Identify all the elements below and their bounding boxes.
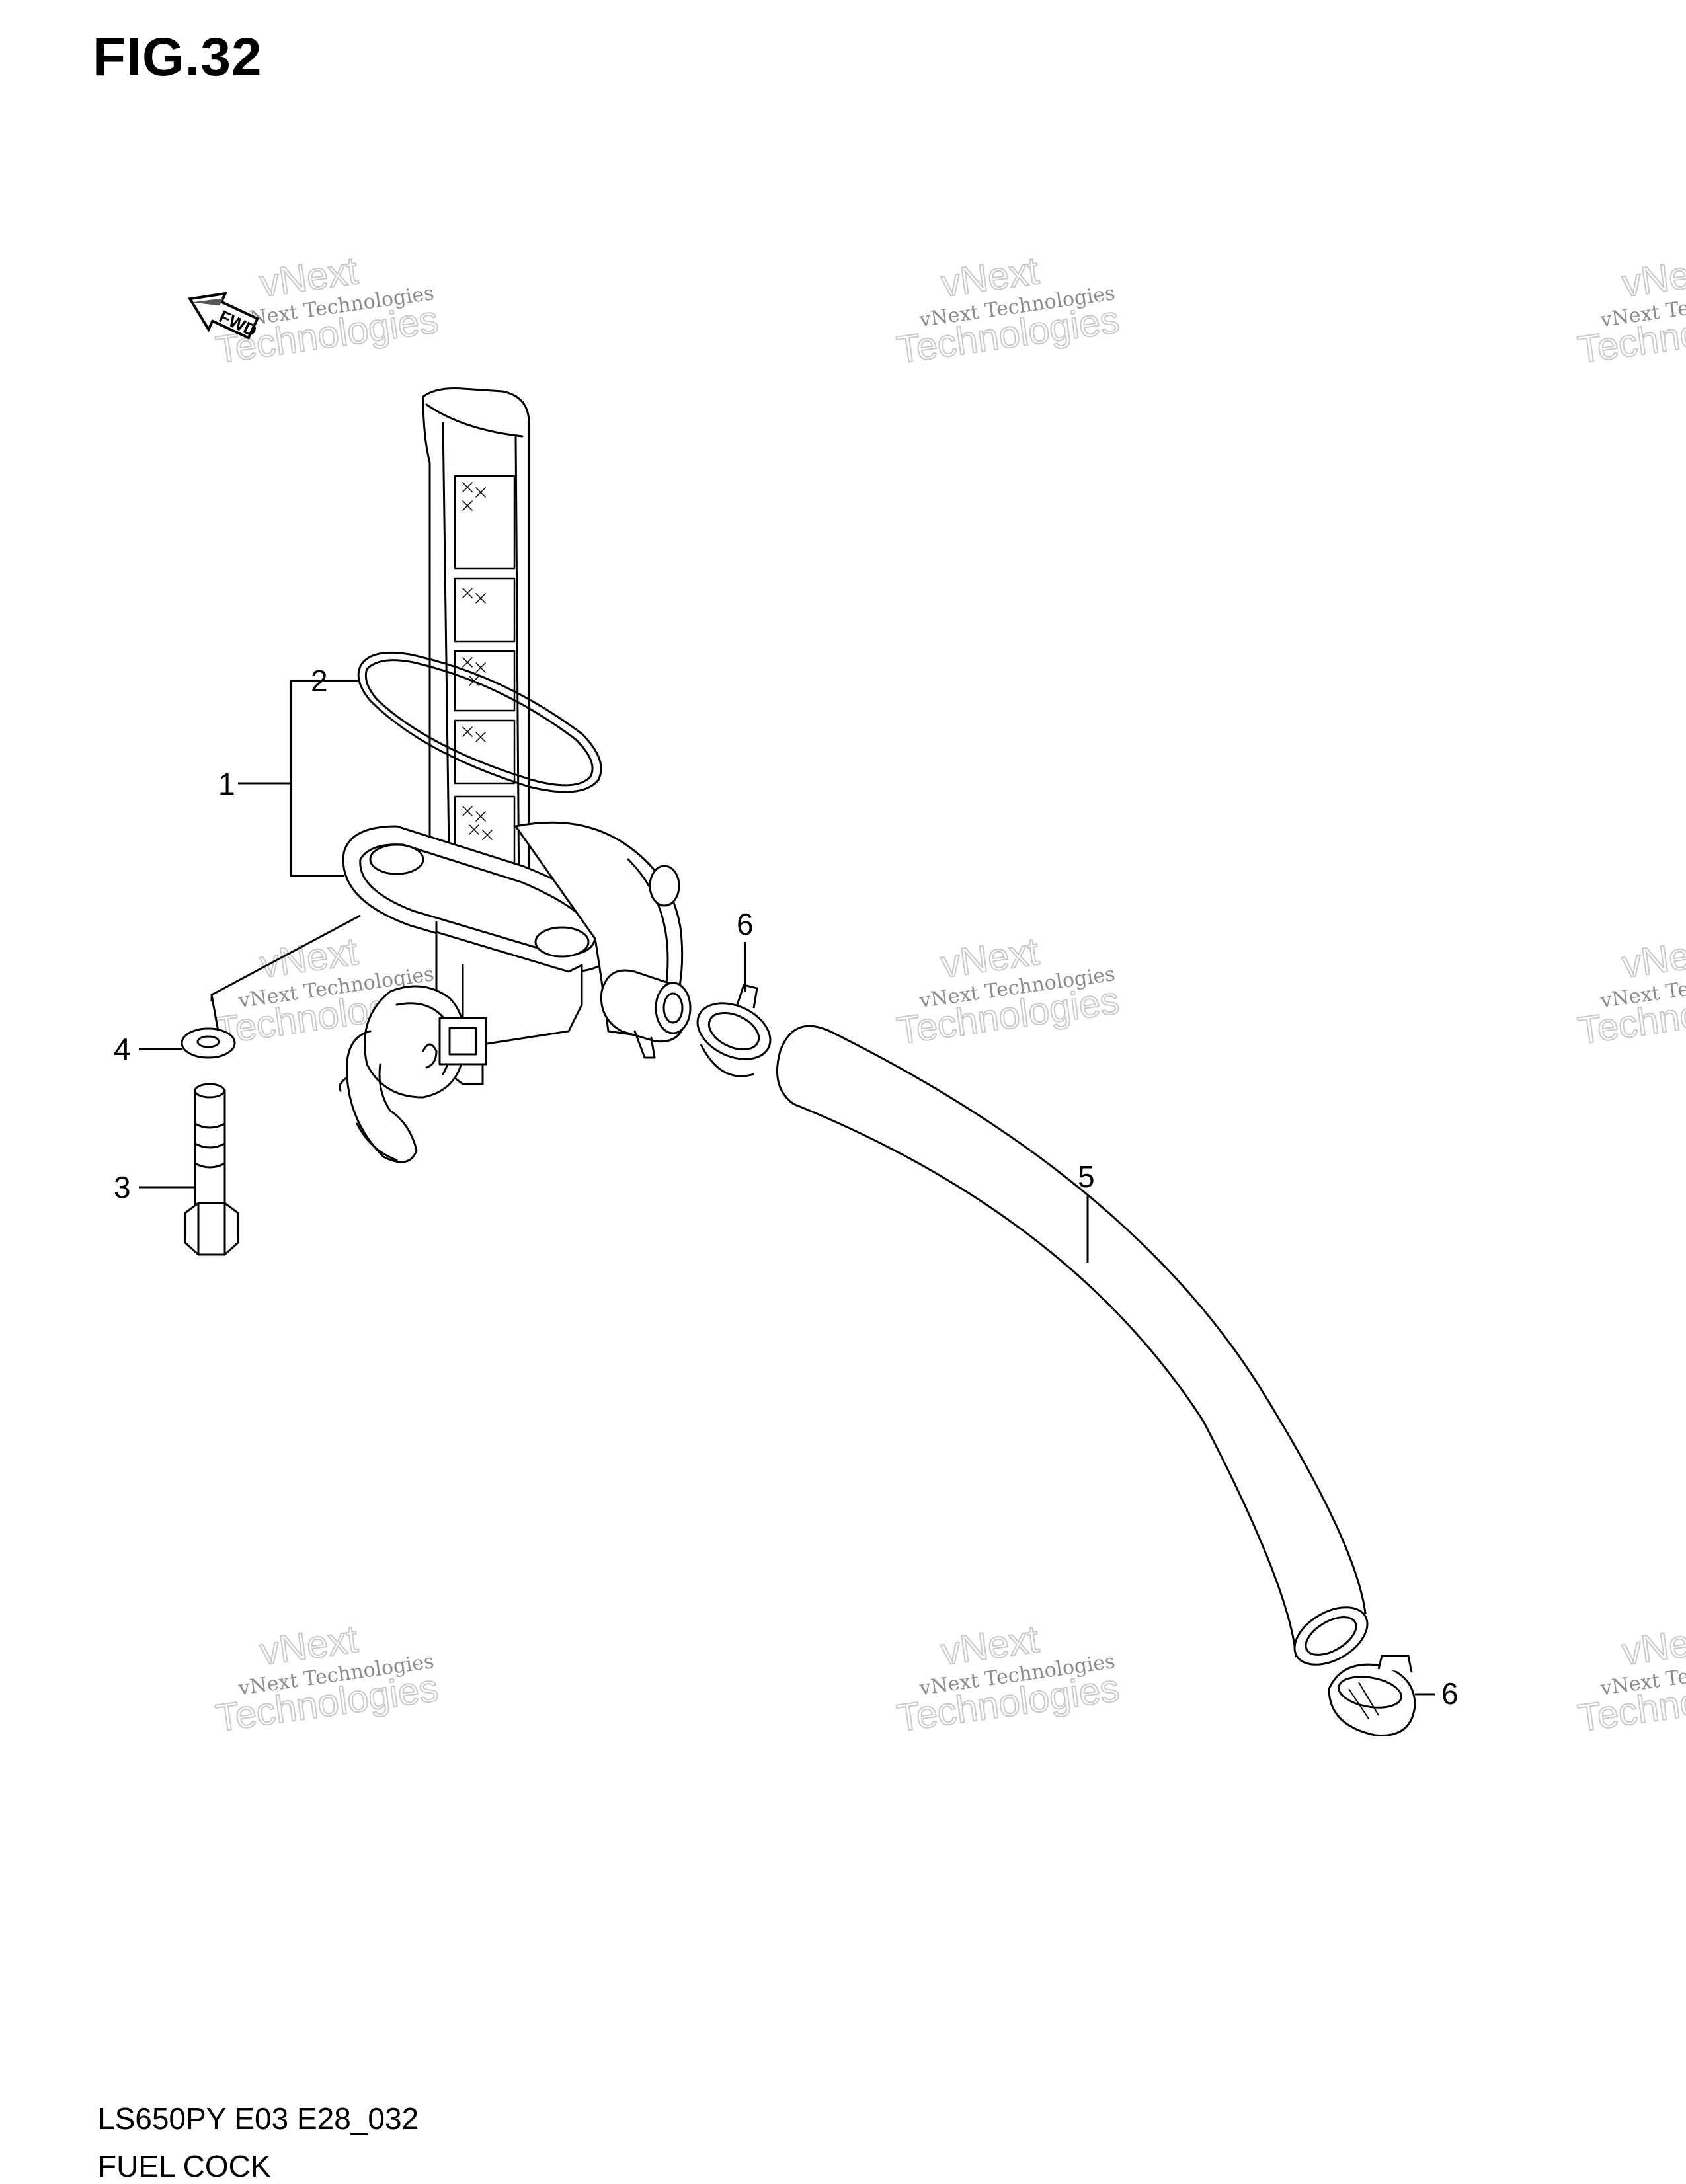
callout-5: 5	[1078, 1159, 1095, 1194]
figure-title: FIG.32	[93, 27, 262, 87]
watermark: vNext vNext Technologies Technologies	[1575, 929, 1686, 1053]
callout-6-upper: 6	[737, 907, 754, 941]
hose-clamp-lower	[1329, 1656, 1415, 1735]
washer	[182, 1029, 235, 1058]
watermark-vnext: vNext	[1619, 1618, 1686, 1674]
part-name: FUEL COCK	[98, 2149, 271, 2183]
callout-4: 4	[114, 1032, 131, 1066]
watermark: vNext vNext Technologies Technologies	[213, 249, 442, 372]
filter-mesh	[455, 476, 514, 882]
callout-labels: 1 2 3 4 5 6 6	[114, 664, 1459, 1711]
callout-1: 1	[218, 767, 235, 801]
model-code: LS650PY E03 E28_032	[98, 2101, 419, 2136]
callout-2: 2	[311, 664, 328, 698]
o-ring	[358, 652, 601, 792]
watermark: vNext vNext Technologies Technologies	[894, 1617, 1123, 1740]
watermark-vnext: vNext	[1619, 930, 1686, 986]
fuel-hose	[778, 1026, 1377, 1676]
watermark-vnext: vNext	[1619, 249, 1686, 305]
fuel-cock-assembly	[340, 389, 690, 1163]
hose-clamp-upper	[688, 985, 779, 1076]
watermark: vNext vNext Technologies Technologies	[894, 249, 1123, 372]
callout-3: 3	[114, 1170, 131, 1204]
callout-6-lower: 6	[1441, 1676, 1459, 1711]
leader-lines	[139, 680, 1435, 1696]
watermark: vNext vNext Technologies Technologies	[1575, 249, 1686, 372]
bolt	[185, 1084, 238, 1255]
watermark: vNext vNext Technologies Technologies	[213, 1617, 442, 1740]
watermark: vNext vNext Technologies Technologies	[894, 929, 1123, 1053]
watermark: vNext vNext Technologies Technologies	[1575, 1617, 1686, 1740]
